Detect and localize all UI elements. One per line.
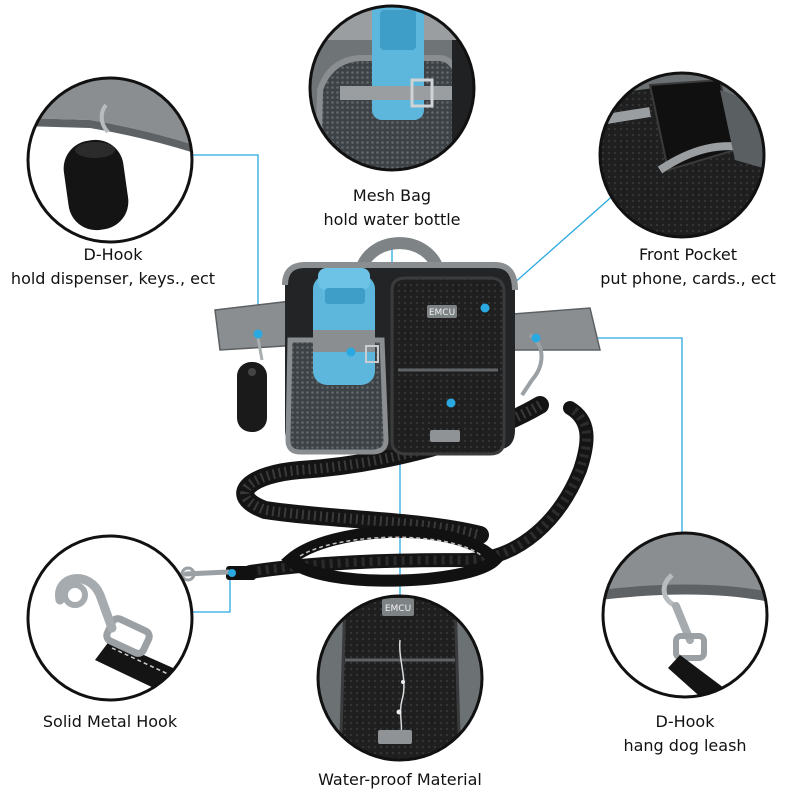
caption-front-pocket-title: Front Pocket <box>638 245 738 264</box>
detail-circle-d-hook-leash <box>601 531 769 699</box>
brand-label: EMCU <box>429 308 455 318</box>
caption-front-pocket: Front Pocket put phone, cards., ect <box>588 243 788 291</box>
caption-front-pocket-desc: put phone, cards., ect <box>600 269 776 288</box>
caption-water-proof: Water-proof Material <box>290 768 510 792</box>
caption-d-hook-left: D-Hook hold dispenser, keys., ect <box>0 243 226 291</box>
caption-d-hook-left-title: D-Hook <box>83 245 143 264</box>
caption-mesh-bag-title: Mesh Bag <box>352 186 432 205</box>
caption-d-hook-right-title: D-Hook <box>655 712 715 731</box>
bungee-leash <box>180 396 594 587</box>
detail-circle-metal-hook <box>26 534 194 702</box>
waist-bag: EMCU <box>214 237 601 456</box>
caption-water-proof-title: Water-proof Material <box>318 770 482 789</box>
caption-d-hook-right: D-Hook hang dog leash <box>600 710 770 758</box>
detail-circle-mesh-bag <box>308 4 476 172</box>
caption-solid-metal-hook-title: Solid Metal Hook <box>42 712 178 731</box>
detail-circle-water-proof: EMCU <box>316 594 484 762</box>
detail-circle-front-pocket <box>598 71 766 239</box>
detail-circle-d-hook-dispenser <box>26 76 194 244</box>
caption-d-hook-left-desc: hold dispenser, keys., ect <box>10 269 216 288</box>
caption-mesh-bag: Mesh Bag hold water bottle <box>292 184 492 232</box>
caption-d-hook-right-desc: hang dog leash <box>623 736 747 755</box>
caption-mesh-bag-desc: hold water bottle <box>323 210 461 229</box>
brand-label-detail: EMCU <box>385 604 411 614</box>
caption-solid-metal-hook: Solid Metal Hook <box>20 710 200 734</box>
